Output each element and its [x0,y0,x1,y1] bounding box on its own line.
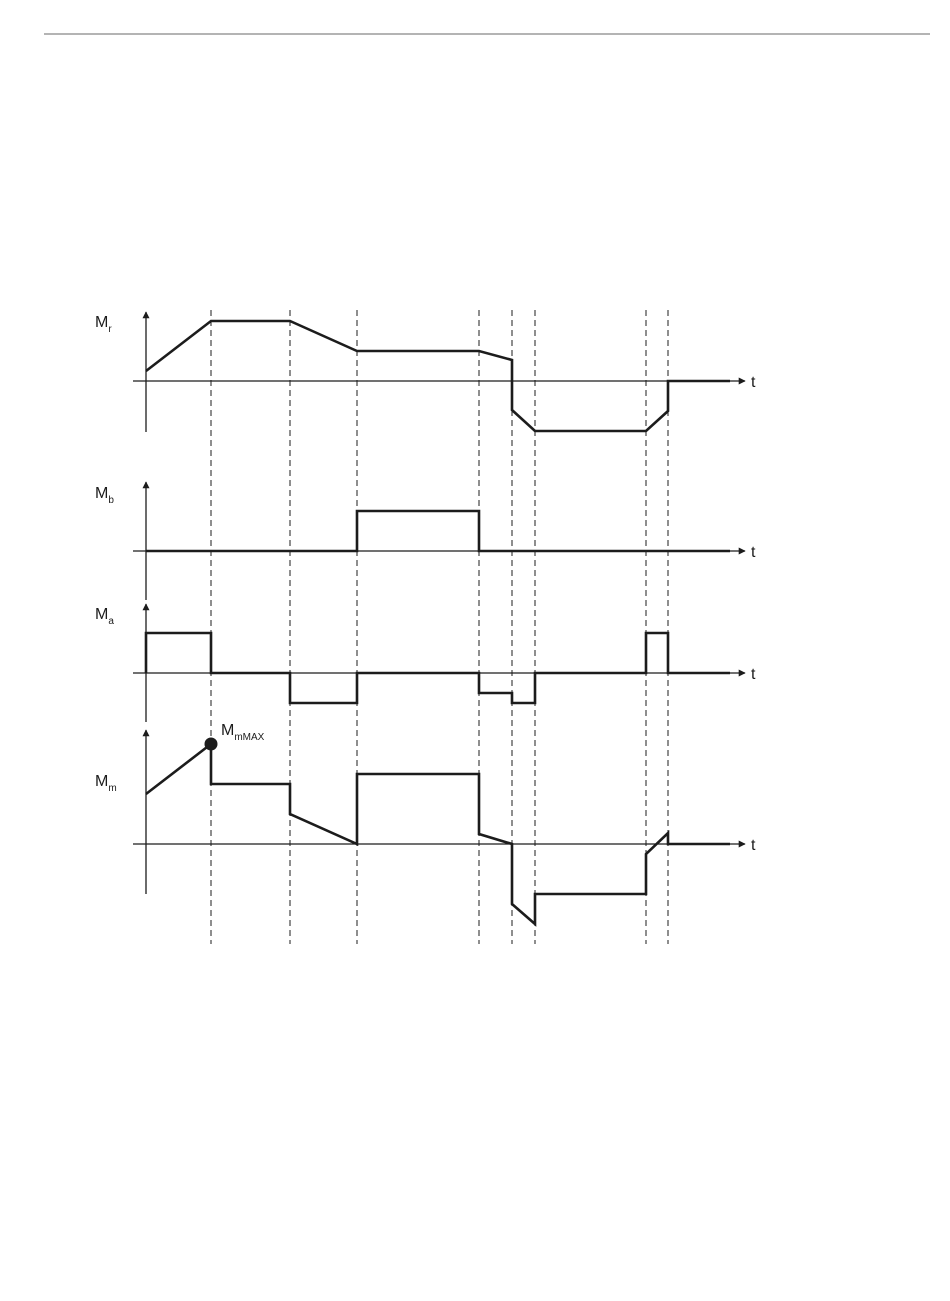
mr-label-main: M [95,314,108,331]
peak-label: MmMAX [221,722,265,743]
peak-marker [205,738,218,751]
mm-t-label: t [751,837,756,854]
peak-label-main: M [221,722,234,739]
time-guides [211,310,668,944]
mr-waveform [146,321,730,431]
mm-axis-label: Mm [95,773,117,794]
mr-label-sub: r [108,324,112,335]
mm-waveform [146,744,730,924]
panel-ma: Ma t [95,604,756,722]
ma-label-main: M [95,606,108,623]
mm-label-main: M [95,773,108,790]
mm-label-sub: m [108,783,116,794]
mb-t-label: t [751,544,756,561]
mb-waveform [146,511,730,551]
mb-label-sub: b [108,495,114,506]
mr-t-label: t [751,374,756,391]
ma-t-label: t [751,666,756,683]
mr-axis-label: Mr [95,314,112,335]
panel-mm: Mm t MmMAX [95,722,756,924]
ma-label-sub: a [108,616,114,627]
mb-label-main: M [95,485,108,502]
ma-waveform [146,633,730,703]
mb-axis-label: Mb [95,485,114,506]
panel-mb: Mb t [95,482,756,600]
peak-label-sub: mMAX [234,732,264,743]
ma-axis-label: Ma [95,606,114,627]
panel-mr: Mr t [95,312,756,432]
